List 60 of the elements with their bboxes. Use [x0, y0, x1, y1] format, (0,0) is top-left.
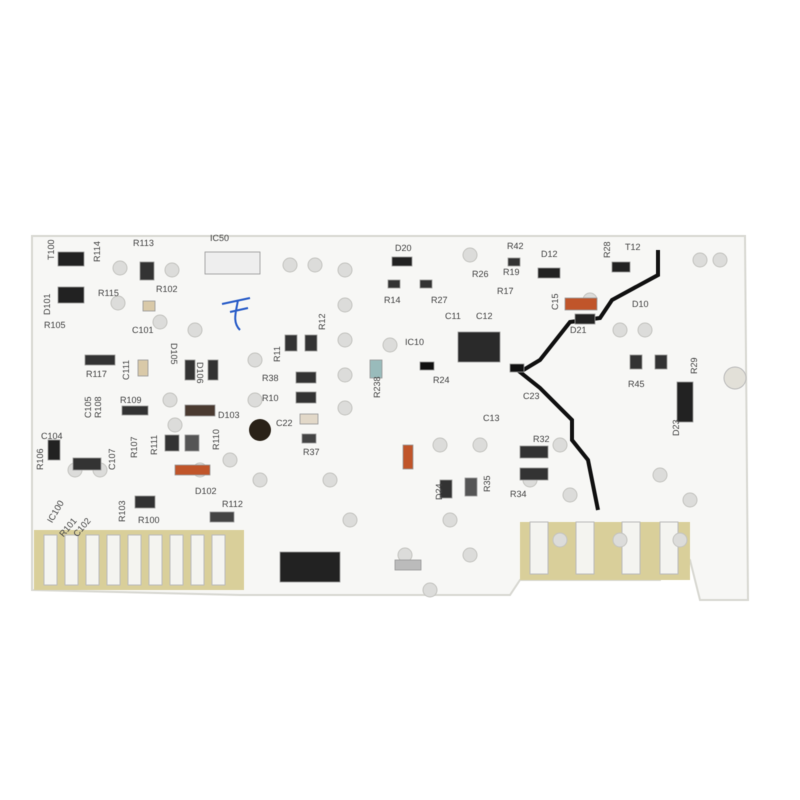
component-designator: R108 [94, 396, 103, 418]
component-designator: R238 [373, 376, 382, 398]
component-designator: R114 [93, 241, 102, 262]
component-designator: C111 [122, 360, 131, 380]
component-designator: R12 [318, 313, 327, 330]
component-designator: C12 [476, 312, 493, 321]
component-designator: C107 [108, 448, 117, 470]
component-designator: C23 [523, 392, 540, 401]
component-designator: R28 [603, 241, 612, 258]
component-designator: C101 [132, 326, 154, 335]
component-designator: R35 [483, 475, 492, 492]
component-designator: R117 [86, 370, 107, 379]
component-designator: R42 [507, 242, 524, 251]
component-designator: R112 [222, 500, 243, 509]
component-designator: R34 [510, 490, 527, 499]
component-designator: C15 [551, 293, 560, 310]
component-designator: R26 [472, 270, 489, 279]
component-designator: C104 [41, 432, 63, 441]
component-designator: R45 [628, 380, 645, 389]
component-designator: D20 [395, 244, 412, 253]
component-designator: R110 [212, 429, 221, 450]
component-designator: D101 [43, 293, 52, 315]
component-designator: R10 [262, 394, 279, 403]
component-designator: R11 [273, 346, 282, 362]
component-designator: C13 [483, 414, 500, 423]
component-designator: C11 [445, 312, 461, 321]
component-designator: D23 [672, 419, 681, 436]
component-designator: R17 [497, 287, 514, 296]
component-designator: R109 [120, 396, 142, 405]
component-designator: R107 [130, 436, 139, 458]
component-designator: IC50 [210, 234, 230, 243]
component-designator: R105 [44, 321, 66, 330]
component-designator: T100 [47, 239, 56, 260]
component-designator: D106 [195, 362, 204, 384]
component-designator: T12 [625, 243, 641, 252]
component-designator: D10 [632, 300, 649, 309]
component-designator: C22 [276, 419, 293, 428]
component-designator: R37 [303, 448, 320, 457]
component-designator: R14 [384, 296, 401, 305]
component-designator: R111 [150, 434, 159, 455]
component-designator: R24 [433, 376, 450, 385]
component-designator: R115 [98, 289, 119, 298]
component-designator: R100 [138, 516, 160, 525]
component-designator: R38 [262, 374, 279, 383]
component-designator: C105 [84, 396, 93, 418]
component-designator: R103 [118, 500, 127, 522]
component-designator: R29 [690, 357, 699, 374]
component-designator: R113 [133, 239, 154, 248]
component-designator: R106 [36, 448, 45, 470]
component-designator: R19 [503, 268, 520, 277]
component-designator: D24 [435, 483, 444, 500]
component-designator: R27 [431, 296, 448, 305]
component-designator: R32 [533, 435, 550, 444]
component-designator: IC10 [405, 338, 424, 347]
component-designator: D21 [570, 326, 587, 335]
component-designator: D12 [541, 250, 558, 259]
component-designator: D102 [195, 487, 217, 496]
component-designator: D103 [218, 411, 240, 420]
component-designator: R102 [156, 285, 178, 294]
component-designator: D105 [169, 343, 178, 365]
